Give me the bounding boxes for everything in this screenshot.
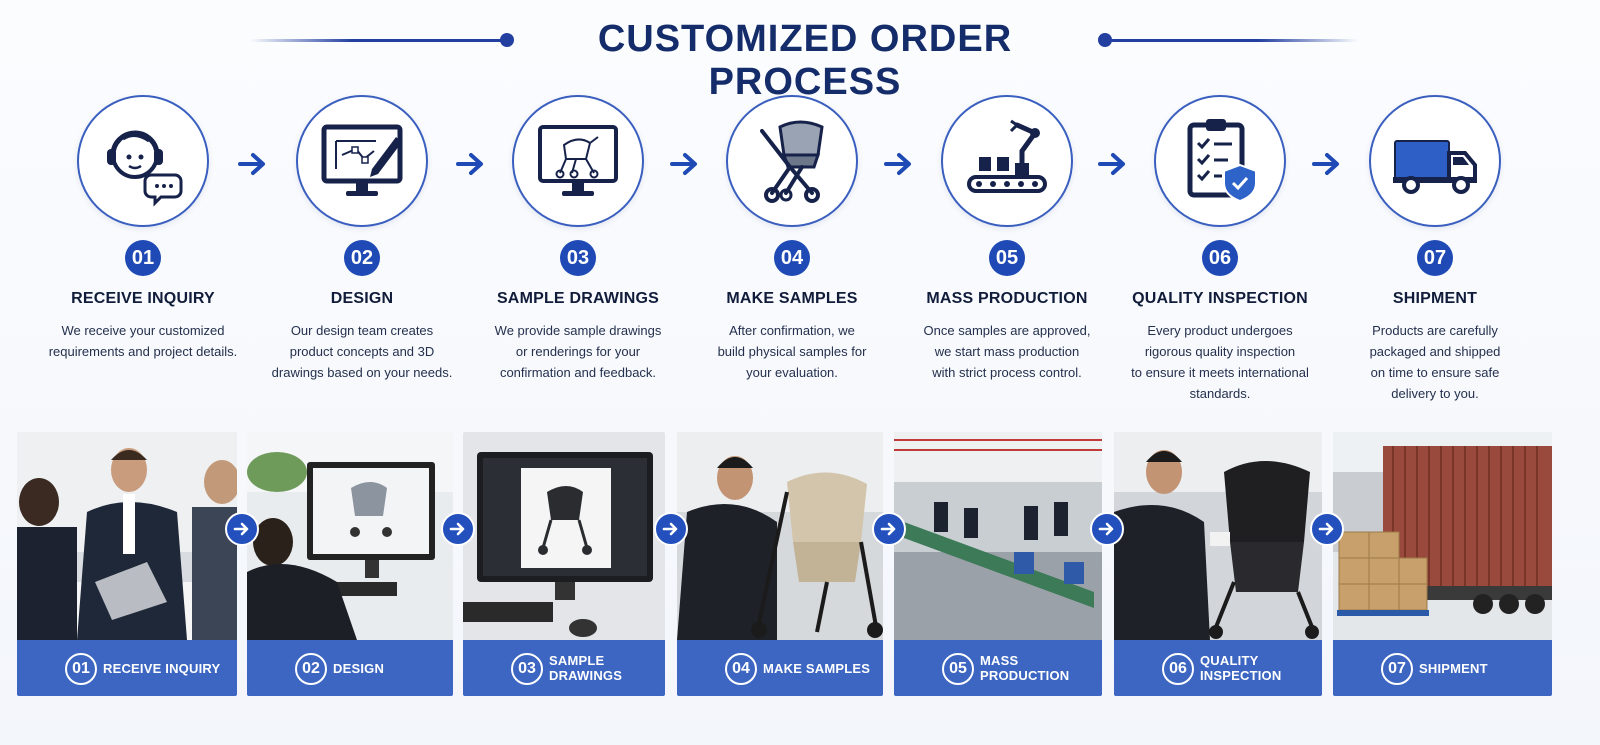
photo-caption: 07 SHIPMENT xyxy=(1333,640,1552,696)
step-receive-inquiry: 01 RECEIVE INQUIRY We receive your custo… xyxy=(33,95,253,362)
caption-label: DESIGN xyxy=(333,660,385,676)
step-icon-circle xyxy=(726,95,858,227)
arrow-right-icon xyxy=(670,153,697,175)
factory-line-photo xyxy=(894,432,1102,640)
step-number-badge: 01 xyxy=(125,240,161,276)
photo-make-samples: 04 MAKE SAMPLES xyxy=(677,432,883,696)
step-number-badge: 05 xyxy=(989,240,1025,276)
photo-quality-inspection: 06 QUALITY INSPECTION xyxy=(1114,432,1322,696)
step-description: We provide sample drawings or renderings… xyxy=(494,323,662,380)
step-description: Once samples are approved, we start mass… xyxy=(923,323,1091,380)
step-shipment: 07 SHIPMENT Products are carefully packa… xyxy=(1325,95,1545,404)
step-title: MASS PRODUCTION xyxy=(926,290,1088,307)
title-row: CUSTOMIZED ORDER PROCESS xyxy=(0,16,1600,103)
photo-arrow-icon xyxy=(872,512,906,546)
caption-number: 06 xyxy=(1162,653,1194,685)
caption-number: 04 xyxy=(725,653,757,685)
step-mass-production: 05 MASS PRODUCTION Once samples are appr… xyxy=(897,95,1117,383)
step-quality-inspection: 06 QUALITY INSPECTION Every product unde… xyxy=(1110,95,1330,404)
step-icon-circle xyxy=(941,95,1073,227)
photo-caption: 06 QUALITY INSPECTION xyxy=(1114,640,1322,696)
step-icon-circle xyxy=(77,95,209,227)
step-icon-circle xyxy=(512,95,644,227)
step-description: Every product undergoes rigorous quality… xyxy=(1131,323,1309,401)
caption-label: MAKE SAMPLES xyxy=(763,660,871,676)
robot-arm-conveyor-icon xyxy=(967,119,1047,193)
photo-design: 02 DESIGN xyxy=(247,432,453,696)
title-line-right xyxy=(1108,39,1358,42)
step-make-samples: 04 MAKE SAMPLES After confirmation, we b… xyxy=(682,95,902,383)
photo-arrow-icon xyxy=(1090,512,1124,546)
photo-caption: 03 SAMPLE DRAWINGS xyxy=(463,640,665,696)
title-line-left xyxy=(250,39,505,42)
step-number-badge: 07 xyxy=(1417,240,1453,276)
photo-caption: 01 RECEIVE INQUIRY xyxy=(17,640,237,696)
step-description: We receive your customized requirements … xyxy=(48,323,238,359)
photo-sample-drawings: 03 SAMPLE DRAWINGS xyxy=(463,432,665,696)
step-icon-circle xyxy=(1369,95,1501,227)
caption-label: SAMPLE DRAWINGS xyxy=(549,653,623,683)
photo-arrow-icon xyxy=(441,512,475,546)
step-icon-circle xyxy=(296,95,428,227)
step-sample-drawings: 03 SAMPLE DRAWINGS We provide sample dra… xyxy=(468,95,688,383)
step-icon-circle xyxy=(1154,95,1286,227)
title-dot-left xyxy=(500,33,514,47)
caption-number: 03 xyxy=(511,653,543,685)
arrow-right-icon xyxy=(456,153,483,175)
caption-number: 07 xyxy=(1381,653,1413,685)
step-title: DESIGN xyxy=(330,290,394,307)
step-number-badge: 06 xyxy=(1202,240,1238,276)
step-number-badge: 03 xyxy=(560,240,596,276)
photo-caption: 04 MAKE SAMPLES xyxy=(677,640,883,696)
design-desk-photo xyxy=(247,432,453,640)
step-description: Products are carefully packaged and ship… xyxy=(1369,323,1501,401)
checklist-shield-icon xyxy=(1187,119,1257,203)
photo-arrow-icon xyxy=(654,512,688,546)
photo-receive-inquiry: 01 RECEIVE INQUIRY xyxy=(17,432,237,696)
headset-agent-icon xyxy=(107,130,183,207)
inspection-photo xyxy=(1114,432,1322,640)
arrow-right-icon xyxy=(1312,153,1339,175)
design-monitor-icon xyxy=(321,124,403,196)
arrow-right-icon xyxy=(238,153,265,175)
container-truck-photo xyxy=(1333,432,1552,640)
delivery-truck-icon xyxy=(1393,140,1477,194)
step-description: After confirmation, we build physical sa… xyxy=(717,323,867,380)
caption-label: QUALITY INSPECTION xyxy=(1200,653,1282,683)
caption-number: 05 xyxy=(942,653,974,685)
step-title: QUALITY INSPECTION xyxy=(1132,290,1308,307)
caption-number: 01 xyxy=(65,653,97,685)
arrow-right-icon xyxy=(884,153,911,175)
step-description: Our design team creates product concepts… xyxy=(271,323,453,380)
stroller-icon xyxy=(760,120,824,203)
arrow-right-icon xyxy=(1098,153,1125,175)
step-title: RECEIVE INQUIRY xyxy=(71,290,215,307)
caption-number: 02 xyxy=(295,653,327,685)
photo-arrow-icon xyxy=(225,512,259,546)
photo-caption: 05 MASS PRODUCTION xyxy=(894,640,1102,696)
photo-shipment: 07 SHIPMENT xyxy=(1333,432,1552,696)
step-title: SAMPLE DRAWINGS xyxy=(496,290,660,307)
step-number-badge: 02 xyxy=(344,240,380,276)
page-title: CUSTOMIZED ORDER PROCESS xyxy=(597,18,1013,103)
workshop-stroller-photo xyxy=(677,432,883,640)
step-number-badge: 04 xyxy=(774,240,810,276)
caption-label: MASS PRODUCTION xyxy=(980,653,1070,683)
render-monitor-photo xyxy=(463,432,665,640)
step-title: SHIPMENT xyxy=(1392,290,1478,307)
photo-arrow-icon xyxy=(1310,512,1344,546)
photo-mass-production: 05 MASS PRODUCTION xyxy=(894,432,1102,696)
photo-caption: 02 DESIGN xyxy=(247,640,453,696)
step-design: 02 DESIGN Our design team creates produc… xyxy=(252,95,472,383)
step-title: MAKE SAMPLES xyxy=(726,290,858,307)
caption-label: RECEIVE INQUIRY xyxy=(103,660,221,676)
title-dot-right xyxy=(1098,33,1112,47)
meeting-photo xyxy=(17,432,237,640)
stroller-drawing-monitor-icon xyxy=(538,125,618,196)
caption-label: SHIPMENT xyxy=(1419,660,1488,676)
